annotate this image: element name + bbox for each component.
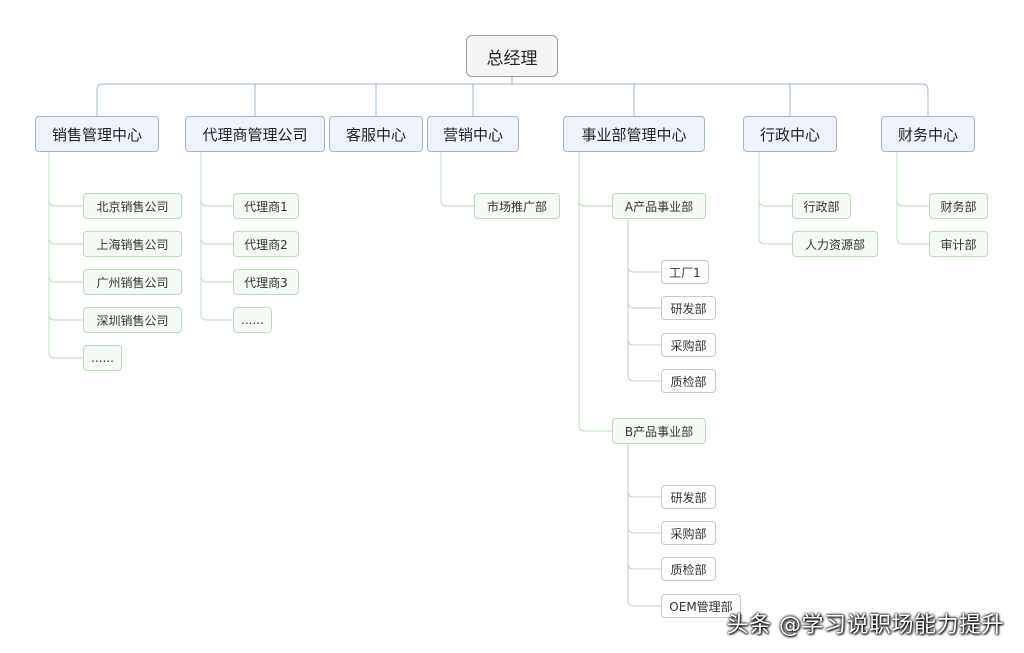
node-b-oem[interactable]: OEM管理部: [661, 594, 741, 618]
node-finance-center[interactable]: 财务中心: [881, 116, 975, 152]
connector-branch: [200, 152, 233, 283]
connector-branch: [758, 152, 792, 207]
connector-branch: [627, 444, 661, 570]
node-a-rd[interactable]: 研发部: [661, 296, 716, 320]
node-product-b-unit[interactable]: B产品事业部: [612, 418, 706, 444]
node-admin-dept[interactable]: 行政部: [792, 193, 851, 219]
connector-branch: [200, 152, 233, 245]
connector-branch: [627, 444, 661, 607]
connector-branch: [627, 444, 661, 534]
connector-branch: [627, 219, 661, 273]
connector-branch: [896, 152, 929, 207]
node-product-a-unit[interactable]: A产品事业部: [612, 193, 706, 219]
connector-branch: [758, 152, 792, 245]
watermark-text: 头条 @学习说职场能力提升: [726, 613, 1004, 638]
connector-branch: [627, 444, 661, 498]
node-business-unit-management-center[interactable]: 事业部管理中心: [563, 116, 705, 152]
connector-branch: [578, 152, 612, 207]
connector-branch: [627, 219, 661, 346]
connector-branch: [48, 152, 83, 283]
node-agent-more[interactable]: ......: [233, 307, 272, 333]
connector-branch: [48, 152, 83, 321]
connector-l1: [96, 83, 104, 116]
node-general-manager[interactable]: 总经理: [466, 35, 558, 77]
node-b-rd[interactable]: 研发部: [661, 485, 716, 509]
connector-branch: [440, 152, 474, 207]
connector-branch: [200, 152, 233, 321]
node-administration-center[interactable]: 行政中心: [743, 116, 837, 152]
connector-branch: [48, 152, 83, 359]
node-a-quality[interactable]: 质检部: [661, 369, 716, 393]
node-audit-dept[interactable]: 审计部: [929, 231, 988, 257]
node-agent-management-company[interactable]: 代理商管理公司: [185, 116, 325, 152]
connector-branch: [627, 219, 661, 309]
connector-l1: [921, 83, 929, 116]
node-market-promotion[interactable]: 市场推广部: [474, 193, 560, 219]
node-shanghai-sales[interactable]: 上海销售公司: [83, 231, 182, 257]
node-agent-1[interactable]: 代理商1: [233, 193, 299, 219]
node-customer-service-center[interactable]: 客服中心: [329, 116, 423, 152]
connector-branch: [200, 152, 233, 207]
node-marketing-center[interactable]: 营销中心: [427, 116, 519, 152]
node-b-quality[interactable]: 质检部: [661, 557, 716, 581]
connector-branch: [48, 152, 83, 245]
node-guangzhou-sales[interactable]: 广州销售公司: [83, 269, 182, 295]
node-finance-dept[interactable]: 财务部: [929, 193, 988, 219]
node-b-purchasing[interactable]: 采购部: [661, 521, 716, 545]
node-agent-2[interactable]: 代理商2: [233, 231, 299, 257]
node-beijing-sales[interactable]: 北京销售公司: [83, 193, 182, 219]
node-a-purchasing[interactable]: 采购部: [661, 333, 716, 357]
node-agent-3[interactable]: 代理商3: [233, 269, 299, 295]
node-shenzhen-sales[interactable]: 深圳销售公司: [83, 307, 182, 333]
node-a-factory-1[interactable]: 工厂1: [661, 260, 709, 284]
connector-branch: [896, 152, 929, 245]
connector-branch: [48, 152, 83, 207]
node-sales-management-center[interactable]: 销售管理中心: [35, 116, 159, 152]
connector-branch: [627, 219, 661, 382]
node-hr-dept[interactable]: 人力资源部: [792, 231, 878, 257]
connector-branch: [578, 152, 612, 432]
node-sales-more[interactable]: ......: [83, 345, 122, 371]
